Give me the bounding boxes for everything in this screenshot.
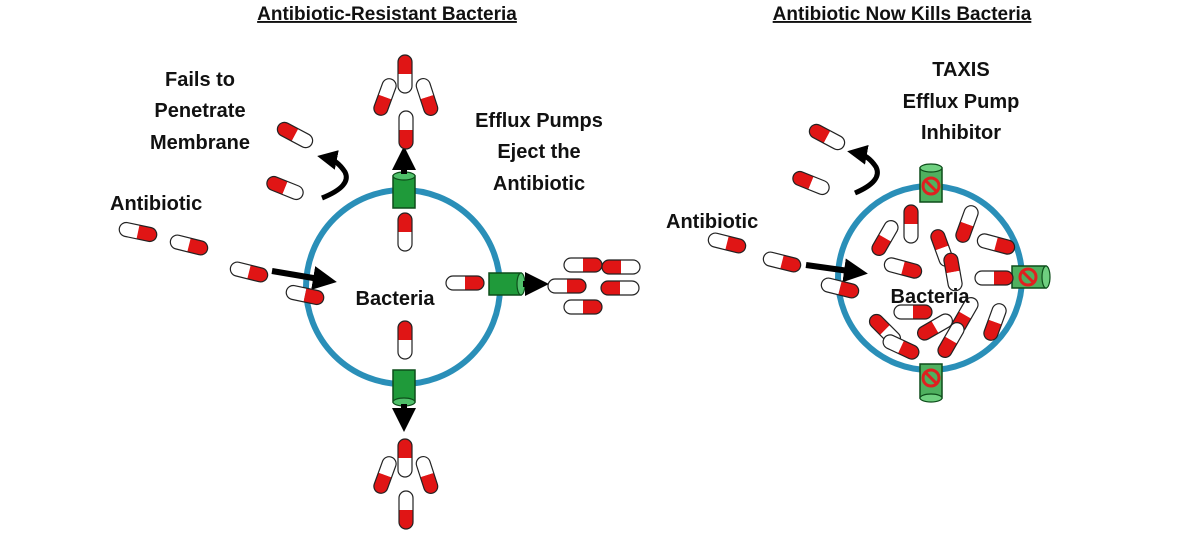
antibiotic-capsule-icon: [943, 252, 963, 292]
antibiotic-label-left: Antibiotic: [110, 193, 202, 215]
left-panel-title: Antibiotic-Resistant Bacteria: [257, 4, 517, 25]
efflux-pump-icon: [488, 272, 526, 296]
no-symbol-icon: [921, 176, 941, 196]
bacteria-label-left: Bacteria: [356, 288, 436, 310]
efflux-pump-icon: [919, 363, 943, 403]
antibiotic-capsule-icon: [883, 257, 923, 279]
antibiotic-capsule-icon: [229, 261, 269, 283]
antibiotic-capsule-icon: [820, 277, 860, 299]
no-symbol-icon: [1018, 267, 1038, 287]
antibiotic-capsule-icon: [415, 77, 439, 117]
efflux-pump-icon: [919, 163, 943, 203]
antibiotic-capsule-icon: [600, 280, 640, 296]
fails-label-line-2: Penetrate: [154, 100, 245, 122]
antibiotic-capsule-icon: [398, 490, 414, 530]
antibiotic-capsule-icon: [397, 438, 413, 478]
efflux-label-line-1: Efflux Pumps: [475, 110, 603, 132]
efflux-pump-icon: [392, 171, 416, 209]
antibiotic-capsules: [118, 54, 1016, 530]
efflux-pump-icon: [1011, 265, 1051, 289]
antibiotic-capsule-icon: [547, 278, 587, 294]
antibiotic-capsule-icon: [445, 275, 485, 291]
entry-arrow-right: [805, 258, 868, 283]
efflux-pump-icon: [392, 369, 416, 407]
antibiotic-capsule-icon: [893, 304, 933, 320]
efflux-label-line-3: Antibiotic: [493, 173, 585, 195]
inhibitor-label-line-1: TAXIS: [932, 59, 989, 81]
antibiotic-label-right: Antibiotic: [666, 211, 758, 233]
antibiotic-capsule-icon: [882, 334, 920, 360]
antibiotic-capsule-icon: [266, 175, 304, 201]
antibiotic-capsule-icon: [415, 455, 439, 495]
antibiotic-capsule-icon: [397, 54, 413, 94]
antibiotic-capsule-icon: [398, 110, 414, 150]
antibiotic-capsule-icon: [937, 322, 965, 358]
inhibitor-label-line-3: Inhibitor: [921, 122, 1001, 144]
fails-label-line-3: Membrane: [150, 132, 250, 154]
antibiotic-capsule-icon: [373, 456, 397, 494]
antibiotic-capsule-icon: [903, 204, 919, 244]
deflect-arrow-right: [847, 144, 880, 196]
antibiotic-capsule-icon: [871, 220, 899, 256]
antibiotic-capsule-icon: [792, 170, 830, 196]
antibiotic-capsule-icon: [707, 232, 747, 254]
bacteria-label-right: Bacteria: [891, 286, 971, 308]
antibiotic-capsule-icon: [285, 284, 325, 306]
antibiotic-capsule-icon: [563, 299, 603, 315]
antibiotic-capsule-icon: [808, 123, 846, 151]
inhibitor-label-line-2: Efflux Pump: [903, 91, 1020, 113]
antibiotic-capsule-icon: [601, 259, 641, 275]
antibiotic-capsule-icon: [169, 234, 209, 256]
antibiotic-capsule-icon: [118, 221, 158, 243]
antibiotic-capsule-icon: [917, 313, 953, 341]
antibiotic-capsule-icon: [373, 78, 397, 116]
antibiotic-capsule-icon: [955, 205, 979, 243]
no-symbol-icon: [921, 368, 941, 388]
antibiotic-capsule-icon: [397, 212, 413, 252]
antibiotic-capsule-icon: [976, 233, 1016, 255]
entry-arrow-left: [271, 266, 337, 290]
antibiotic-capsule-icon: [762, 251, 802, 273]
antibiotic-capsule-icon: [563, 257, 603, 273]
antibiotic-capsule-icon: [983, 303, 1007, 341]
deflect-arrow-left: [317, 150, 349, 201]
antibiotic-capsule-icon: [974, 270, 1014, 286]
efflux-label-line-2: Eject the: [497, 141, 580, 163]
right-panel-title: Antibiotic Now Kills Bacteria: [773, 4, 1032, 25]
fails-label-line-1: Fails to: [165, 69, 235, 91]
antibiotic-capsule-icon: [397, 320, 413, 360]
antibiotic-capsule-icon: [276, 121, 314, 149]
